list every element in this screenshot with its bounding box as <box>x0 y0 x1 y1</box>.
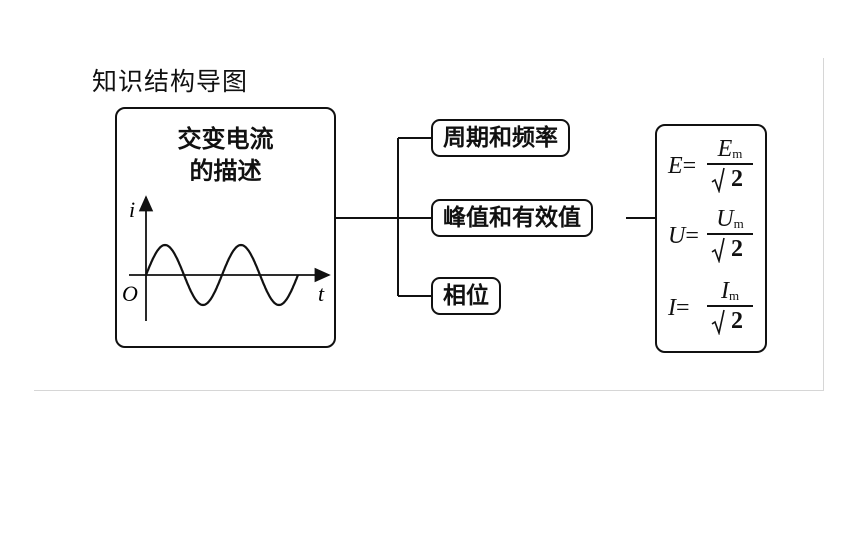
denominator: 2 <box>731 236 743 262</box>
numerator: E <box>717 136 733 162</box>
formula-i: I= Im 2 <box>657 278 769 338</box>
sqrt-icon <box>711 237 725 263</box>
numerator-sub: m <box>733 216 744 231</box>
frame-border-right <box>823 58 824 390</box>
fraction: Im 2 <box>707 278 753 335</box>
formula-box: E= Em 2 U= Um 2 I= Im 2 <box>655 124 767 353</box>
numerator: U <box>716 206 734 232</box>
fraction: Um 2 <box>707 206 753 263</box>
numerator-sub: m <box>728 288 740 303</box>
page-title: 知识结构导图 <box>92 67 249 96</box>
origin-label: O <box>122 281 138 306</box>
branch-label: 峰值和有效值 <box>443 204 581 231</box>
main-title-line2: 的描述 <box>189 156 262 185</box>
formula-equals: = <box>685 223 699 249</box>
y-axis-label: i <box>129 197 135 222</box>
formula-u: U= Um 2 <box>657 206 769 266</box>
formula-lhs: I <box>668 295 676 321</box>
formula-lhs: U <box>668 223 686 249</box>
denominator: 2 <box>731 166 743 192</box>
main-title-line1: 交变电流 <box>177 124 274 153</box>
numerator: I <box>720 278 729 304</box>
branch-phase: 相位 <box>431 277 501 315</box>
formula-equals: = <box>682 153 697 179</box>
branch-peak-effective: 峰值和有效值 <box>431 199 593 237</box>
sqrt-icon <box>711 309 725 335</box>
branch-label: 相位 <box>443 282 489 309</box>
denominator: 2 <box>731 308 743 334</box>
branch-period-frequency: 周期和频率 <box>431 119 570 157</box>
main-concept-box: 交变电流 的描述 i t O <box>115 107 336 348</box>
numerator-sub: m <box>732 146 743 161</box>
fraction: Em 2 <box>707 136 753 193</box>
formula-equals: = <box>676 295 690 321</box>
sqrt-icon <box>711 167 725 193</box>
formula-lhs: E <box>668 153 683 179</box>
branch-label: 周期和频率 <box>443 124 558 151</box>
sine-wave-graph: i t O <box>122 195 331 321</box>
sine-curve <box>144 243 300 307</box>
x-axis-label: t <box>318 281 325 306</box>
formula-e: E= Em 2 <box>657 136 769 196</box>
frame-border-bottom <box>34 390 824 391</box>
